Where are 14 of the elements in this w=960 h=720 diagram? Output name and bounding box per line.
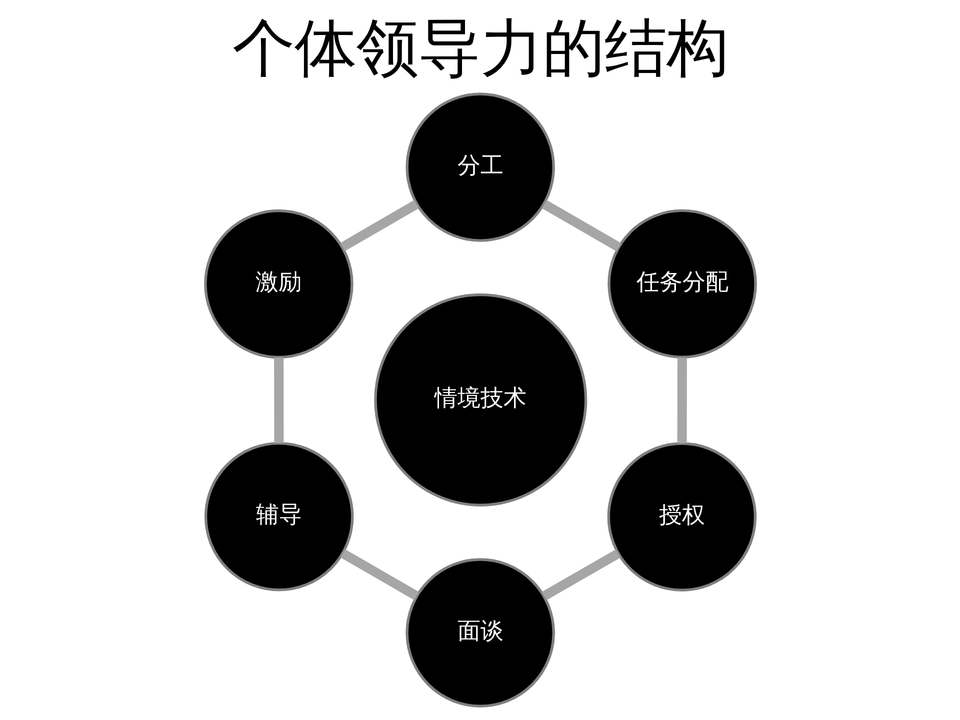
connector <box>274 358 284 444</box>
node-circle: 分工 <box>405 92 554 242</box>
node-circle: 辅导 <box>204 442 354 592</box>
node-circle: 授权 <box>606 442 756 592</box>
connector <box>340 200 418 252</box>
connector <box>676 358 686 444</box>
node-circle: 激励 <box>204 209 353 359</box>
connector <box>541 200 621 252</box>
node-circle: 情境技术 <box>374 293 587 506</box>
connector <box>340 549 419 600</box>
connector <box>541 549 620 600</box>
node-circle: 面谈 <box>405 558 554 708</box>
diagram-title: 个体领导力的结构 <box>232 13 728 84</box>
node-circle: 任务分配 <box>607 209 756 359</box>
